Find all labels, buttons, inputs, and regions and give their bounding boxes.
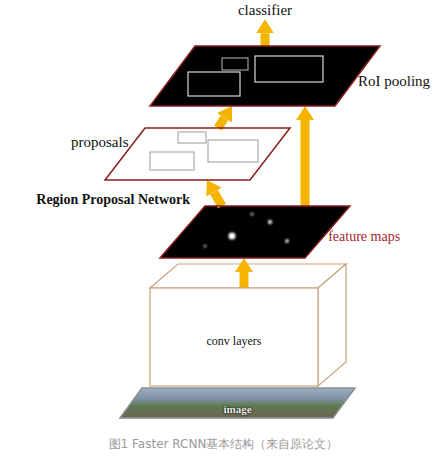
label-holder: Region Proposal Network bbox=[36, 192, 190, 208]
conv-layers-box-border bbox=[150, 288, 318, 386]
classifier-label: classifier bbox=[238, 2, 292, 19]
roi-box bbox=[222, 58, 248, 70]
proposals-plane-fill bbox=[105, 128, 290, 180]
image-plane-border bbox=[120, 388, 355, 418]
roi-pooling-plane-outline bbox=[150, 46, 380, 106]
roi-plane-fill bbox=[150, 46, 380, 106]
proposals-plane-border bbox=[105, 128, 290, 180]
roi-box bbox=[255, 56, 323, 82]
feature-maps-plane-outline bbox=[160, 206, 350, 258]
proposal-box bbox=[150, 152, 194, 170]
flow-arrow bbox=[301, 120, 310, 206]
feature-spot bbox=[268, 220, 272, 224]
roi-pooling-plane-border bbox=[150, 46, 380, 106]
feature-spot bbox=[250, 212, 253, 215]
proposals-plane-outline bbox=[105, 128, 290, 180]
conv-layers-box: conv layers bbox=[150, 288, 318, 386]
feature-plane-fill bbox=[160, 206, 350, 258]
box-side-face bbox=[318, 264, 346, 386]
roi-pooling-plane: RoI pooling bbox=[150, 46, 380, 106]
image-text: image bbox=[223, 403, 251, 416]
proposals-plane: proposals bbox=[105, 128, 290, 180]
image-plane: image bbox=[120, 388, 355, 418]
proposal-box bbox=[208, 140, 258, 162]
figure-caption: 图1 Faster RCNN基本结构（来自原论文） bbox=[109, 438, 339, 452]
feature-maps-plane: feature maps bbox=[160, 206, 350, 258]
roi-box bbox=[188, 72, 240, 96]
proposals-text: proposals bbox=[71, 134, 129, 151]
roi-pooling-text: RoI pooling bbox=[358, 73, 430, 90]
conv-layers-text: conv layers bbox=[207, 335, 262, 349]
feature-spot bbox=[285, 239, 289, 243]
classifier-text: classifier bbox=[238, 2, 292, 19]
network-name: Region Proposal Network bbox=[36, 192, 190, 208]
image-photo bbox=[120, 388, 355, 418]
feature-maps-plane-border bbox=[160, 206, 350, 258]
flow-arrow bbox=[214, 192, 222, 206]
proposal-box bbox=[178, 132, 206, 143]
feature-spot bbox=[204, 245, 207, 248]
box-top-face bbox=[150, 264, 346, 288]
flow-arrow bbox=[218, 118, 224, 128]
feature-spot bbox=[229, 233, 236, 240]
box-front-face bbox=[150, 288, 318, 386]
caption-holder: 图1 Faster RCNN基本结构（来自原论文） bbox=[0, 434, 447, 452]
flow-arrow bbox=[240, 272, 249, 288]
feature-maps-text: feature maps bbox=[328, 229, 400, 245]
flow-arrow bbox=[261, 33, 270, 46]
